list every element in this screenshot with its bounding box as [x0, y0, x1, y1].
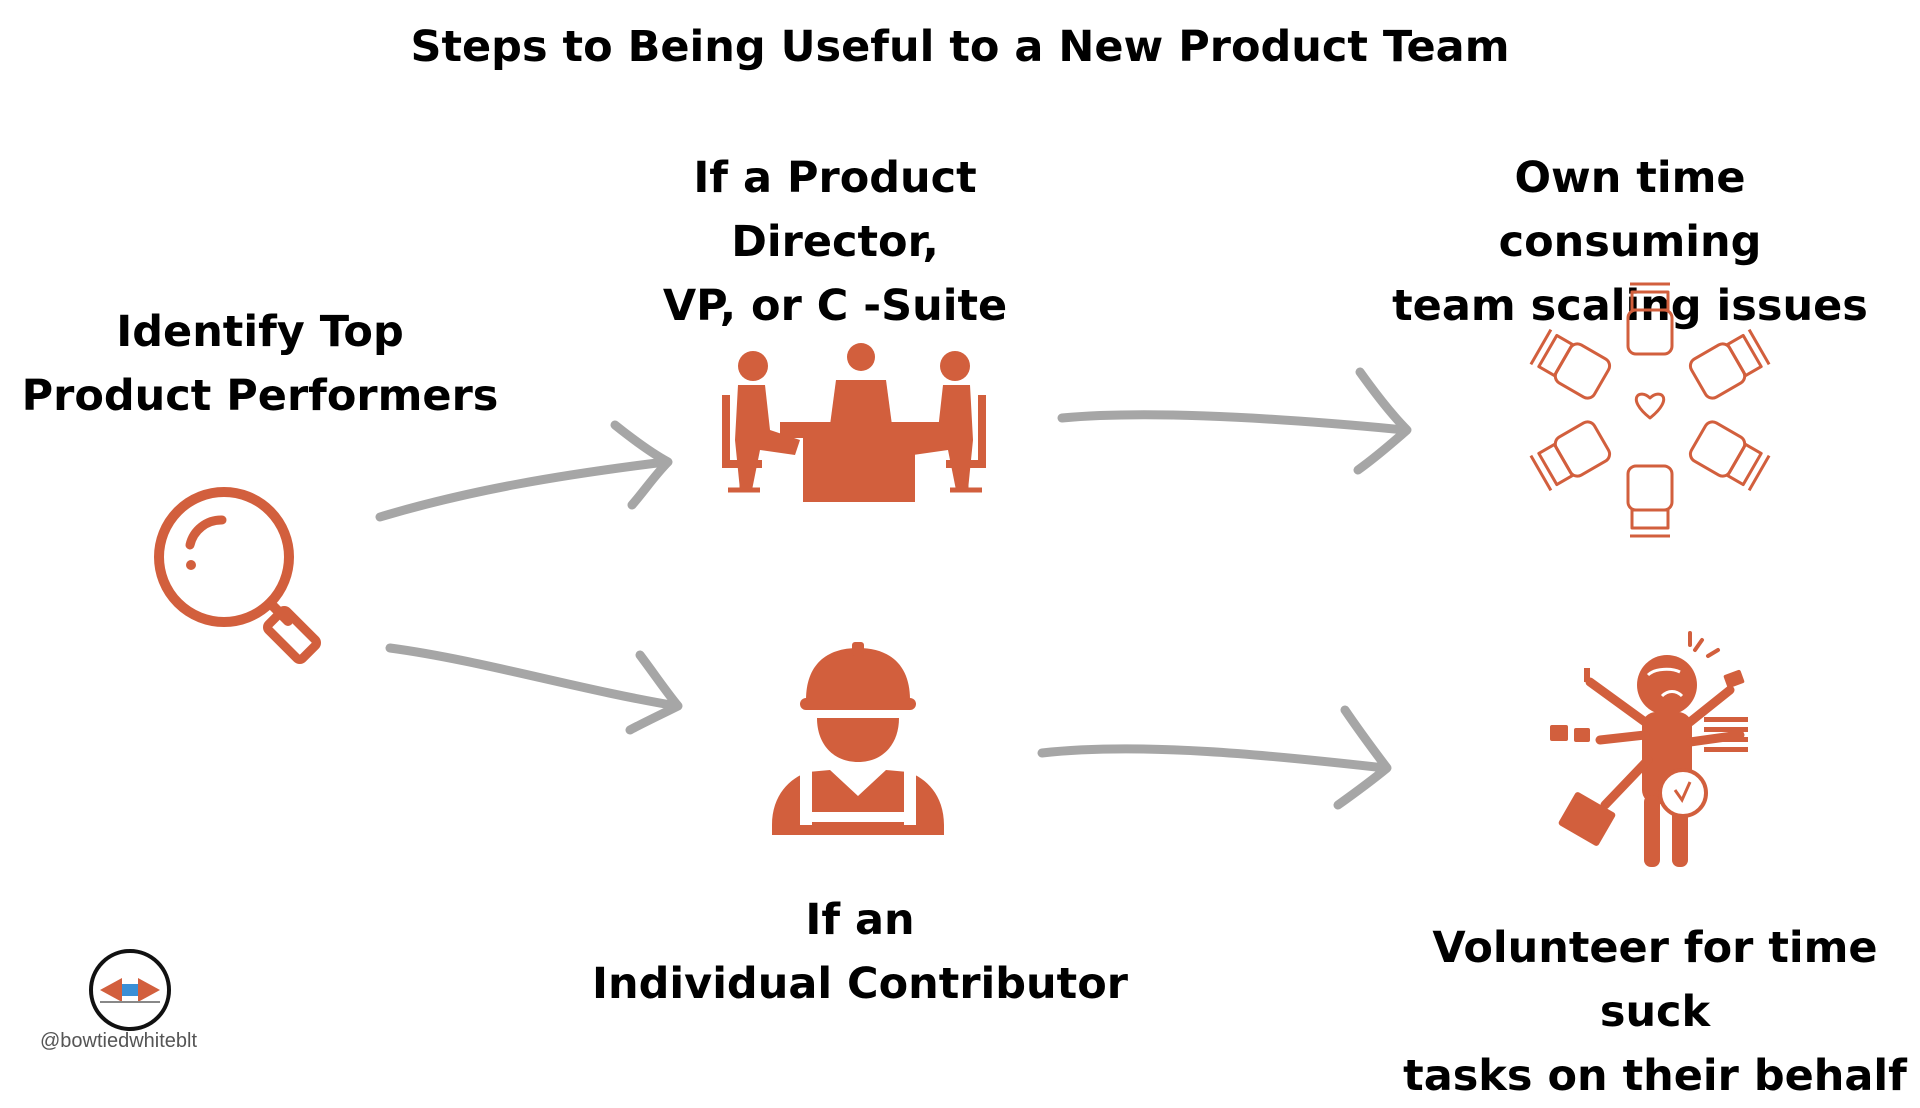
arrow-identify-to-ic: [385, 643, 683, 735]
step-ic-line-2: Individual Contributor: [592, 959, 1128, 1009]
step-director-line-1: If a Product Director,: [693, 153, 977, 267]
author-handle: @bowtiedwhiteblt: [40, 1030, 198, 1052]
step-own-line-1: Own time consuming: [1498, 153, 1762, 267]
multitasking-person-icon: [1550, 631, 1748, 867]
step-identify-label: Identify Top Product Performers: [10, 300, 510, 428]
meeting-table-icon: [722, 343, 986, 502]
step-own-label: Own time consuming team scaling issues: [1380, 146, 1880, 338]
construction-worker-icon: [772, 642, 944, 835]
page-title: Steps to Being Useful to a New Product T…: [410, 22, 1510, 72]
step-identify-line-2: Product Performers: [21, 371, 499, 421]
step-ic-label: If an Individual Contributor: [585, 888, 1135, 1016]
step-ic-line-1: If an: [805, 895, 915, 945]
step-own-line-2: team scaling issues: [1392, 281, 1868, 331]
arrow-director-to-own: [1057, 367, 1412, 475]
step-director-label: If a Product Director, VP, or C -Suite: [585, 146, 1085, 338]
step-volunteer-line-1: Volunteer for time suck: [1432, 923, 1878, 1037]
diagram-canvas: [89, 282, 1771, 1031]
arrow-identify-to-director: [375, 420, 673, 522]
arrow-ic-to-volunteer: [1037, 705, 1392, 810]
team-fists-heart-icon: [1529, 282, 1771, 538]
step-identify-line-1: Identify Top: [116, 307, 404, 357]
magnifying-glass-icon: [154, 487, 322, 665]
step-director-line-2: VP, or C -Suite: [662, 281, 1008, 331]
bowtie-logo-icon: [89, 949, 171, 1031]
